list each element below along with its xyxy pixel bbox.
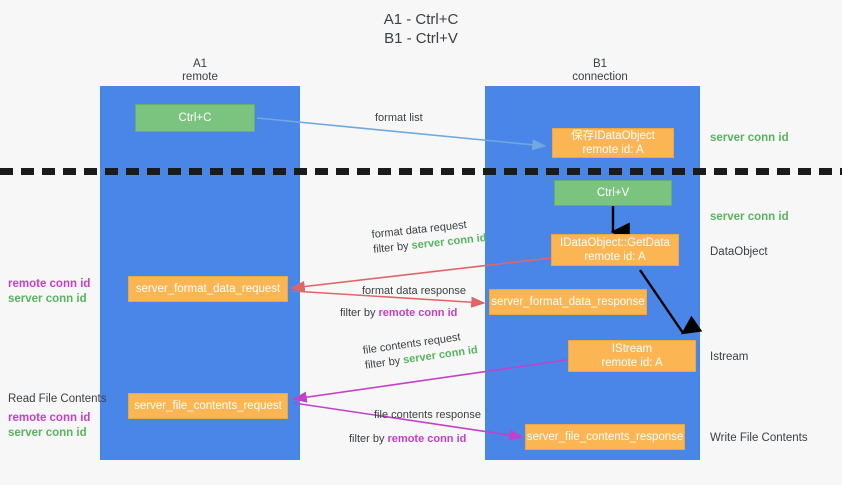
edge-label-format-data-response: format data response filter by remote co… [340, 284, 466, 321]
filter-prefix: filter by [364, 354, 405, 372]
node-server-format-data-response[interactable]: server_format_data_response [489, 289, 647, 315]
annotation-left-conn-ids-lower: remote conn id server conn id [8, 411, 90, 441]
annotation-write-file-contents: Write File Contents [710, 432, 808, 444]
annotation-remote-conn-id: remote conn id [8, 412, 91, 424]
edge-label-file-contents-response-filter: filter by remote conn id [349, 432, 481, 447]
node-idataobject-store-label: 保存IDataObject [571, 130, 655, 142]
filter-value-remote-conn-id: remote conn id [387, 433, 467, 445]
edge-label-file-contents-response-text: file contents response [374, 409, 482, 421]
annotation-server-conn-id: server conn id [8, 293, 87, 305]
node-server-format-data-request-label: server_format_data_request [135, 283, 281, 295]
annotation-remote-conn-id: remote conn id [8, 278, 91, 290]
annotation-istream: Istream [710, 351, 749, 363]
node-server-file-contents-response-label: server_file_contents_response [526, 431, 684, 443]
node-istream-remoteid: remote id: A [601, 357, 663, 369]
phase-divider [0, 168, 842, 175]
annotation-dataobject: DataObject [710, 246, 768, 258]
annotation-left-conn-ids-upper: remote conn id server conn id [8, 277, 90, 307]
annotation-read-file-contents: Read File Contents [8, 393, 107, 405]
node-ctrl-v-label: Ctrl+V [596, 187, 630, 199]
filter-prefix: filter by [372, 239, 413, 256]
column-header-b1-role: connection [572, 71, 628, 83]
filter-prefix: filter by [340, 307, 379, 319]
column-header-a1: A1 remote [100, 58, 300, 84]
title-line-1: A1 - Ctrl+C [383, 11, 459, 28]
node-idataobject-store-remoteid: remote id: A [582, 144, 644, 156]
node-server-format-data-request[interactable]: server_format_data_request [128, 276, 288, 302]
edge-label-format-data-request: format data request filter by server con… [371, 216, 487, 258]
node-idataobject-getdata-label: IDataObject::GetData [560, 237, 670, 249]
node-server-format-data-response-label: server_format_data_response [491, 296, 645, 308]
title-line-2: B1 - Ctrl+V [384, 30, 458, 47]
edge-label-file-contents-response: file contents response filter by remote … [349, 408, 482, 447]
filter-value-remote-conn-id: remote conn id [378, 307, 458, 319]
node-server-file-contents-request[interactable]: server_file_contents_request [128, 393, 288, 419]
edge-label-file-contents-request: file contents request filter by server c… [362, 328, 479, 374]
annotation-server-conn-id-mid: server conn id [710, 211, 789, 223]
node-server-file-contents-response[interactable]: server_file_contents_response [525, 424, 685, 450]
edge-label-format-data-response-text: format data response [362, 285, 466, 297]
node-server-file-contents-request-label: server_file_contents_request [134, 400, 282, 412]
node-ctrl-c-label: Ctrl+C [178, 112, 212, 124]
column-header-a1-role: remote [182, 71, 218, 83]
column-header-b1: B1 connection [500, 58, 700, 84]
node-idataobject-store[interactable]: 保存IDataObject remote id: A [552, 128, 674, 158]
node-ctrl-c[interactable]: Ctrl+C [135, 104, 255, 132]
annotation-server-conn-id: server conn id [8, 427, 87, 439]
node-idataobject-getdata-remoteid: remote id: A [584, 251, 646, 263]
edge-label-format-list-text: format list [375, 112, 423, 124]
edge-label-format-list: format list [375, 111, 423, 126]
column-header-a1-name: A1 [192, 58, 208, 70]
page-title: A1 - Ctrl+C B1 - Ctrl+V [0, 10, 842, 48]
node-idataobject-getdata[interactable]: IDataObject::GetData remote id: A [551, 234, 679, 266]
annotation-server-conn-id-top: server conn id [710, 132, 789, 144]
node-istream-label: IStream [611, 343, 653, 355]
node-istream[interactable]: IStream remote id: A [568, 340, 696, 372]
column-header-b1-name: B1 [592, 58, 608, 70]
filter-prefix: filter by [349, 433, 388, 445]
edge-label-format-data-response-filter: filter by remote conn id [340, 306, 466, 321]
node-ctrl-v[interactable]: Ctrl+V [554, 180, 672, 206]
